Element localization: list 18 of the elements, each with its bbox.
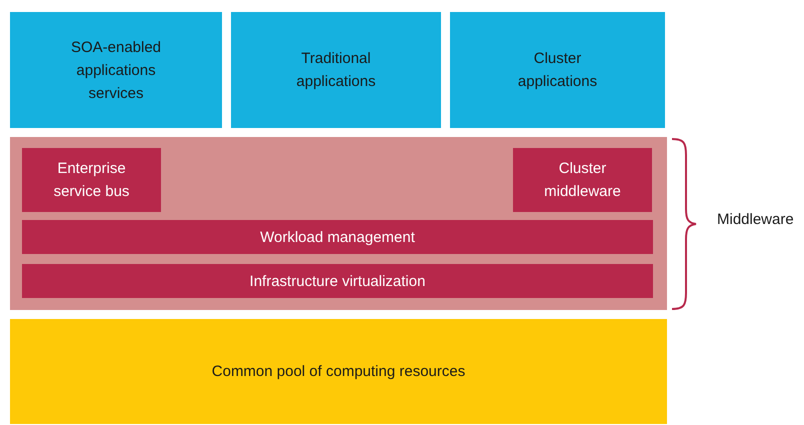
component-box — [513, 148, 652, 212]
component-box — [22, 220, 653, 254]
box-label: Cluster middleware — [543, 159, 622, 202]
application-box — [231, 12, 441, 128]
box-label: Infrastructure virtualization — [250, 272, 426, 292]
component-box — [22, 148, 161, 212]
middleware-panel — [10, 137, 667, 310]
box-label: Common pool of computing resources — [212, 362, 466, 382]
component-box — [22, 264, 653, 298]
box-label: Traditional applications — [295, 49, 377, 92]
box-label: Enterprise service bus — [52, 159, 130, 202]
brace-label: Middleware — [717, 211, 794, 228]
box-label: SOA-enabled applications services — [70, 38, 162, 104]
application-box — [10, 12, 222, 128]
application-box — [450, 12, 665, 128]
box-label: Cluster applications — [516, 49, 598, 92]
box-label: Workload management — [260, 228, 415, 248]
resource-pool-box — [10, 319, 667, 424]
